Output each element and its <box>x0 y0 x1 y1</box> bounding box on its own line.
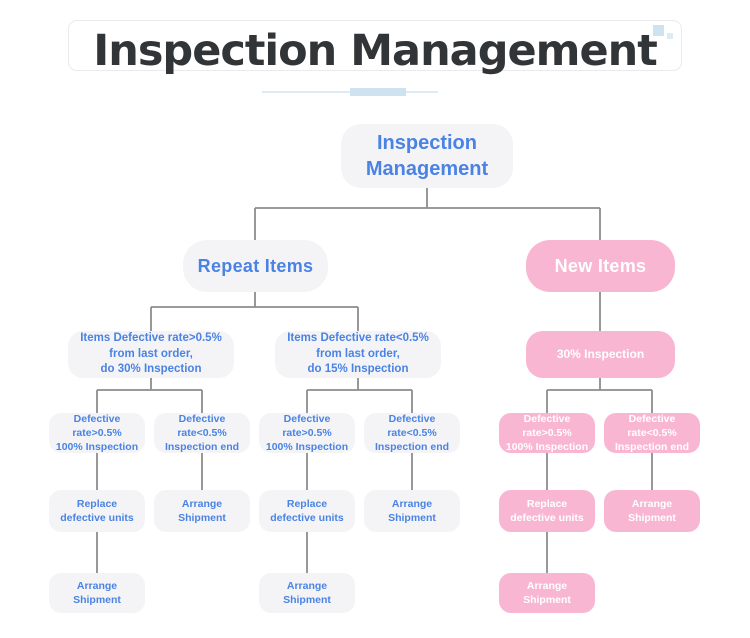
node-new-final-arrange: Arrange Shipment <box>499 573 595 613</box>
node-new-30-inspection: 30% Inspection <box>526 331 675 378</box>
node-r2-arrange: Arrange Shipment <box>364 490 460 532</box>
deco-square-icon <box>653 25 664 36</box>
node-repeat-items: Repeat Items <box>183 240 328 292</box>
node-new-arrange: Arrange Shipment <box>604 490 700 532</box>
node-r1-def-high: Defective rate>0.5% 100% Inspection <box>49 413 145 453</box>
node-repeat-high-rule: Items Defective rate>0.5% from last orde… <box>68 331 234 378</box>
node-new-def-high: Defective rate>0.5% 100% Inspection <box>499 413 595 453</box>
node-r2-replace: Replace defective units <box>259 490 355 532</box>
node-r1-replace: Replace defective units <box>49 490 145 532</box>
node-r2-final-arrange: Arrange Shipment <box>259 573 355 613</box>
node-r1-def-low: Defective rate<0.5% Inspection end <box>154 413 250 453</box>
title-underline-accent <box>350 88 406 96</box>
title-underline <box>262 88 438 96</box>
node-new-items: New Items <box>526 240 675 292</box>
node-r2-def-high: Defective rate>0.5% 100% Inspection <box>259 413 355 453</box>
node-r2-def-low: Defective rate<0.5% Inspection end <box>364 413 460 453</box>
node-new-replace: Replace defective units <box>499 490 595 532</box>
page-title: Inspection Management <box>93 26 658 76</box>
node-r1-arrange: Arrange Shipment <box>154 490 250 532</box>
title-card <box>68 20 682 71</box>
node-new-def-low: Defective rate<0.5% Inspection end <box>604 413 700 453</box>
node-r1-final-arrange: Arrange Shipment <box>49 573 145 613</box>
deco-square-icon <box>667 33 673 39</box>
node-root: Inspection Management <box>341 124 513 188</box>
node-repeat-low-rule: Items Defective rate<0.5% from last orde… <box>275 331 441 378</box>
